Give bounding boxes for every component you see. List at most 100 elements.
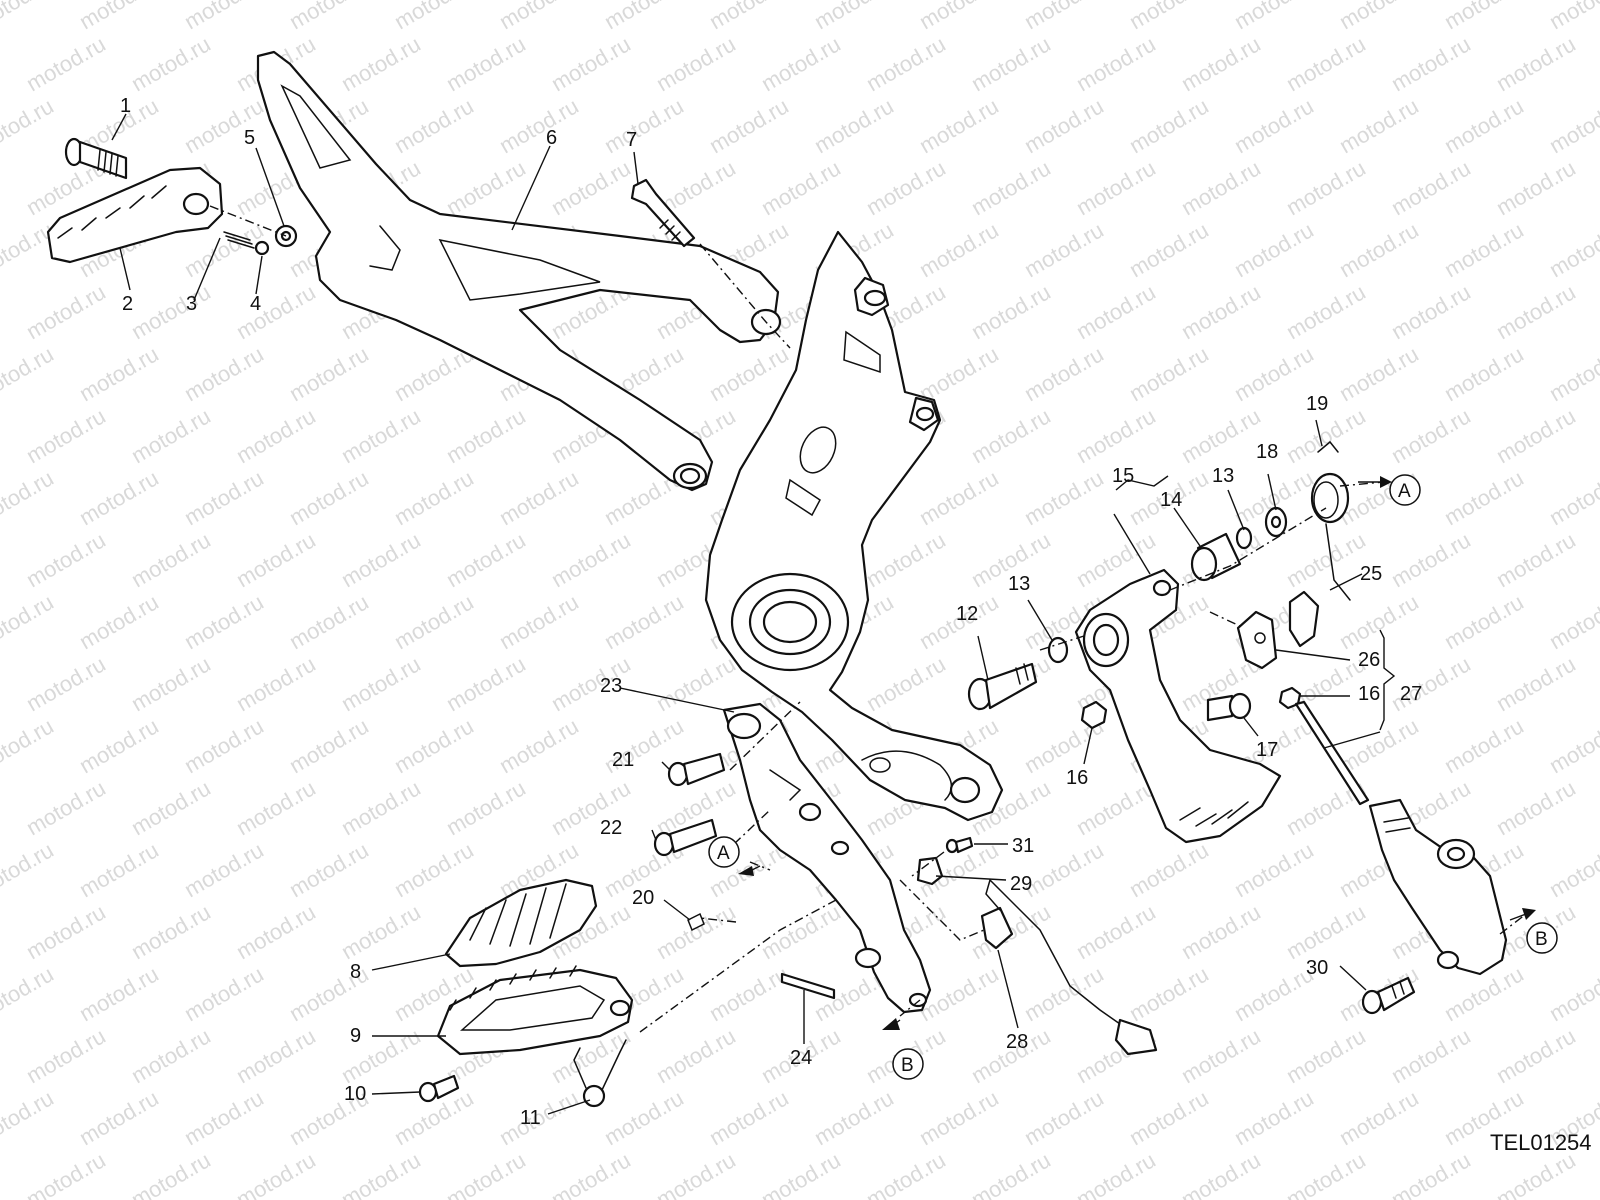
label-28: 28: [1006, 1031, 1028, 1053]
watermark-text: motod.ru: [1387, 1023, 1475, 1088]
watermark-text: motod.ru: [810, 0, 898, 34]
watermark-text: motod.ru: [757, 31, 845, 96]
ref-a-right: A: [1398, 481, 1411, 502]
watermark-text: motod.ru: [1440, 93, 1528, 158]
part-19-spring: [1310, 440, 1351, 601]
watermark-text: motod.ru: [1545, 961, 1600, 1026]
watermark-text: motod.ru: [1230, 217, 1318, 282]
part-29-bushing: [916, 856, 944, 886]
watermark-text: motod.ru: [652, 899, 740, 964]
label-8: 8: [350, 961, 361, 983]
label-25: 25: [1360, 563, 1382, 585]
watermark-text: motod.ru: [285, 713, 373, 778]
watermark-text: motod.ru: [1072, 403, 1160, 468]
part-18-washer: [1264, 506, 1288, 538]
part-20-clip: [687, 912, 705, 932]
watermark-text: motod.ru: [232, 899, 320, 964]
watermark-text: motod.ru: [1545, 465, 1600, 530]
watermark-text: motod.ru: [862, 31, 950, 96]
watermark-text: motod.ru: [127, 403, 215, 468]
watermark-text: motod.ru: [862, 155, 950, 220]
watermark-text: motod.ru: [22, 775, 110, 840]
label-21: 21: [612, 749, 634, 771]
watermark-text: motod.ru: [1440, 341, 1528, 406]
watermark-text: motod.ru: [180, 465, 268, 530]
watermark-text: motod.ru: [1125, 0, 1213, 34]
watermark-text: motod.ru: [1230, 93, 1318, 158]
watermark-text: motod.ru: [1387, 31, 1475, 96]
watermark-text: motod.ru: [757, 899, 845, 964]
watermark-text: motod.ru: [547, 155, 635, 220]
watermark-text: motod.ru: [1282, 1147, 1370, 1200]
watermark-text: motod.ru: [1282, 1023, 1370, 1088]
label-5: 5: [244, 127, 255, 149]
watermark-text: motod.ru: [967, 403, 1055, 468]
watermark-text: motod.ru: [1335, 589, 1423, 654]
watermark-text: motod.ru: [1282, 279, 1370, 344]
watermark-text: motod.ru: [442, 1147, 530, 1200]
watermark-text: motod.ru: [1545, 837, 1600, 902]
watermark-text: motod.ru: [1335, 1085, 1423, 1150]
watermark-text: motod.ru: [22, 31, 110, 96]
part-24-pin: [780, 972, 836, 1000]
watermark-text: motod.ru: [1387, 1147, 1475, 1200]
watermark-text: motod.ru: [0, 1085, 58, 1150]
watermark-text: motod.ru: [390, 0, 478, 34]
assembly-lines: [209, 205, 1527, 1033]
arrow-b-right: [1509, 908, 1536, 921]
watermark-text: motod.ru: [1230, 0, 1318, 34]
watermark-text: motod.ru: [180, 589, 268, 654]
watermark-text: motod.ru: [862, 527, 950, 592]
watermark-text: motod.ru: [652, 31, 740, 96]
watermark-text: motod.ru: [1230, 961, 1318, 1026]
label-12: 12: [956, 603, 978, 625]
watermark-text: motod.ru: [495, 589, 583, 654]
watermark-text: motod.ru: [75, 837, 163, 902]
watermark-text: motod.ru: [127, 651, 215, 716]
watermark-text: motod.ru: [1177, 899, 1265, 964]
watermark-text: motod.ru: [390, 837, 478, 902]
part-number-labels: 1 2 3 4 5 6 7 8 9 10 11 12 13 13 14 15 1…: [120, 95, 1422, 1129]
watermark-text: motod.ru: [1387, 527, 1475, 592]
watermark-text: motod.ru: [1072, 31, 1160, 96]
watermark-text: motod.ru: [1440, 217, 1528, 282]
part-16-nut: [1080, 700, 1108, 730]
watermark-text: motod.ru: [495, 713, 583, 778]
watermark-text: motod.ru: [1072, 279, 1160, 344]
watermark-text: motod.ru: [285, 0, 373, 34]
part-30-bolt: [1361, 976, 1416, 1015]
label-13b: 13: [1212, 465, 1234, 487]
watermark-text: motod.ru: [232, 775, 320, 840]
watermark-text: motod.ru: [915, 465, 1003, 530]
label-17: 17: [1256, 739, 1278, 761]
label-6: 6: [546, 127, 557, 149]
watermark-text: motod.ru: [1545, 341, 1600, 406]
watermark-text: motod.ru: [127, 899, 215, 964]
label-16a: 16: [1066, 767, 1088, 789]
watermark-text: motod.ru: [75, 0, 163, 34]
watermark-text: motod.ru: [1020, 0, 1108, 34]
watermark-text: motod.ru: [0, 465, 58, 530]
label-3: 3: [186, 293, 197, 315]
part-10-screw: [418, 1074, 460, 1103]
watermark-text: motod.ru: [232, 1023, 320, 1088]
watermark-text: motod.ru: [1282, 527, 1370, 592]
watermark-text: motod.ru: [1387, 279, 1475, 344]
watermark-text: motod.ru: [22, 527, 110, 592]
watermark-text: motod.ru: [1545, 93, 1600, 158]
watermark-text: motod.ru: [285, 465, 373, 530]
ref-b-right: B: [1535, 929, 1548, 950]
watermark-text: motod.ru: [285, 589, 373, 654]
part-13-washer: [1047, 636, 1069, 664]
watermark-text: motod.ru: [1020, 961, 1108, 1026]
part-15-brake-pedal: [1074, 568, 1282, 844]
watermark-text: motod.ru: [75, 713, 163, 778]
watermark-text: motod.ru: [1545, 713, 1600, 778]
label-19: 19: [1306, 393, 1328, 415]
part-1-pin: [64, 137, 128, 180]
label-1: 1: [120, 95, 131, 117]
watermark-text: motod.ru: [705, 341, 793, 406]
watermark-text: motod.ru: [1545, 0, 1600, 34]
label-31: 31: [1012, 835, 1034, 857]
watermark-text: motod.ru: [1387, 403, 1475, 468]
